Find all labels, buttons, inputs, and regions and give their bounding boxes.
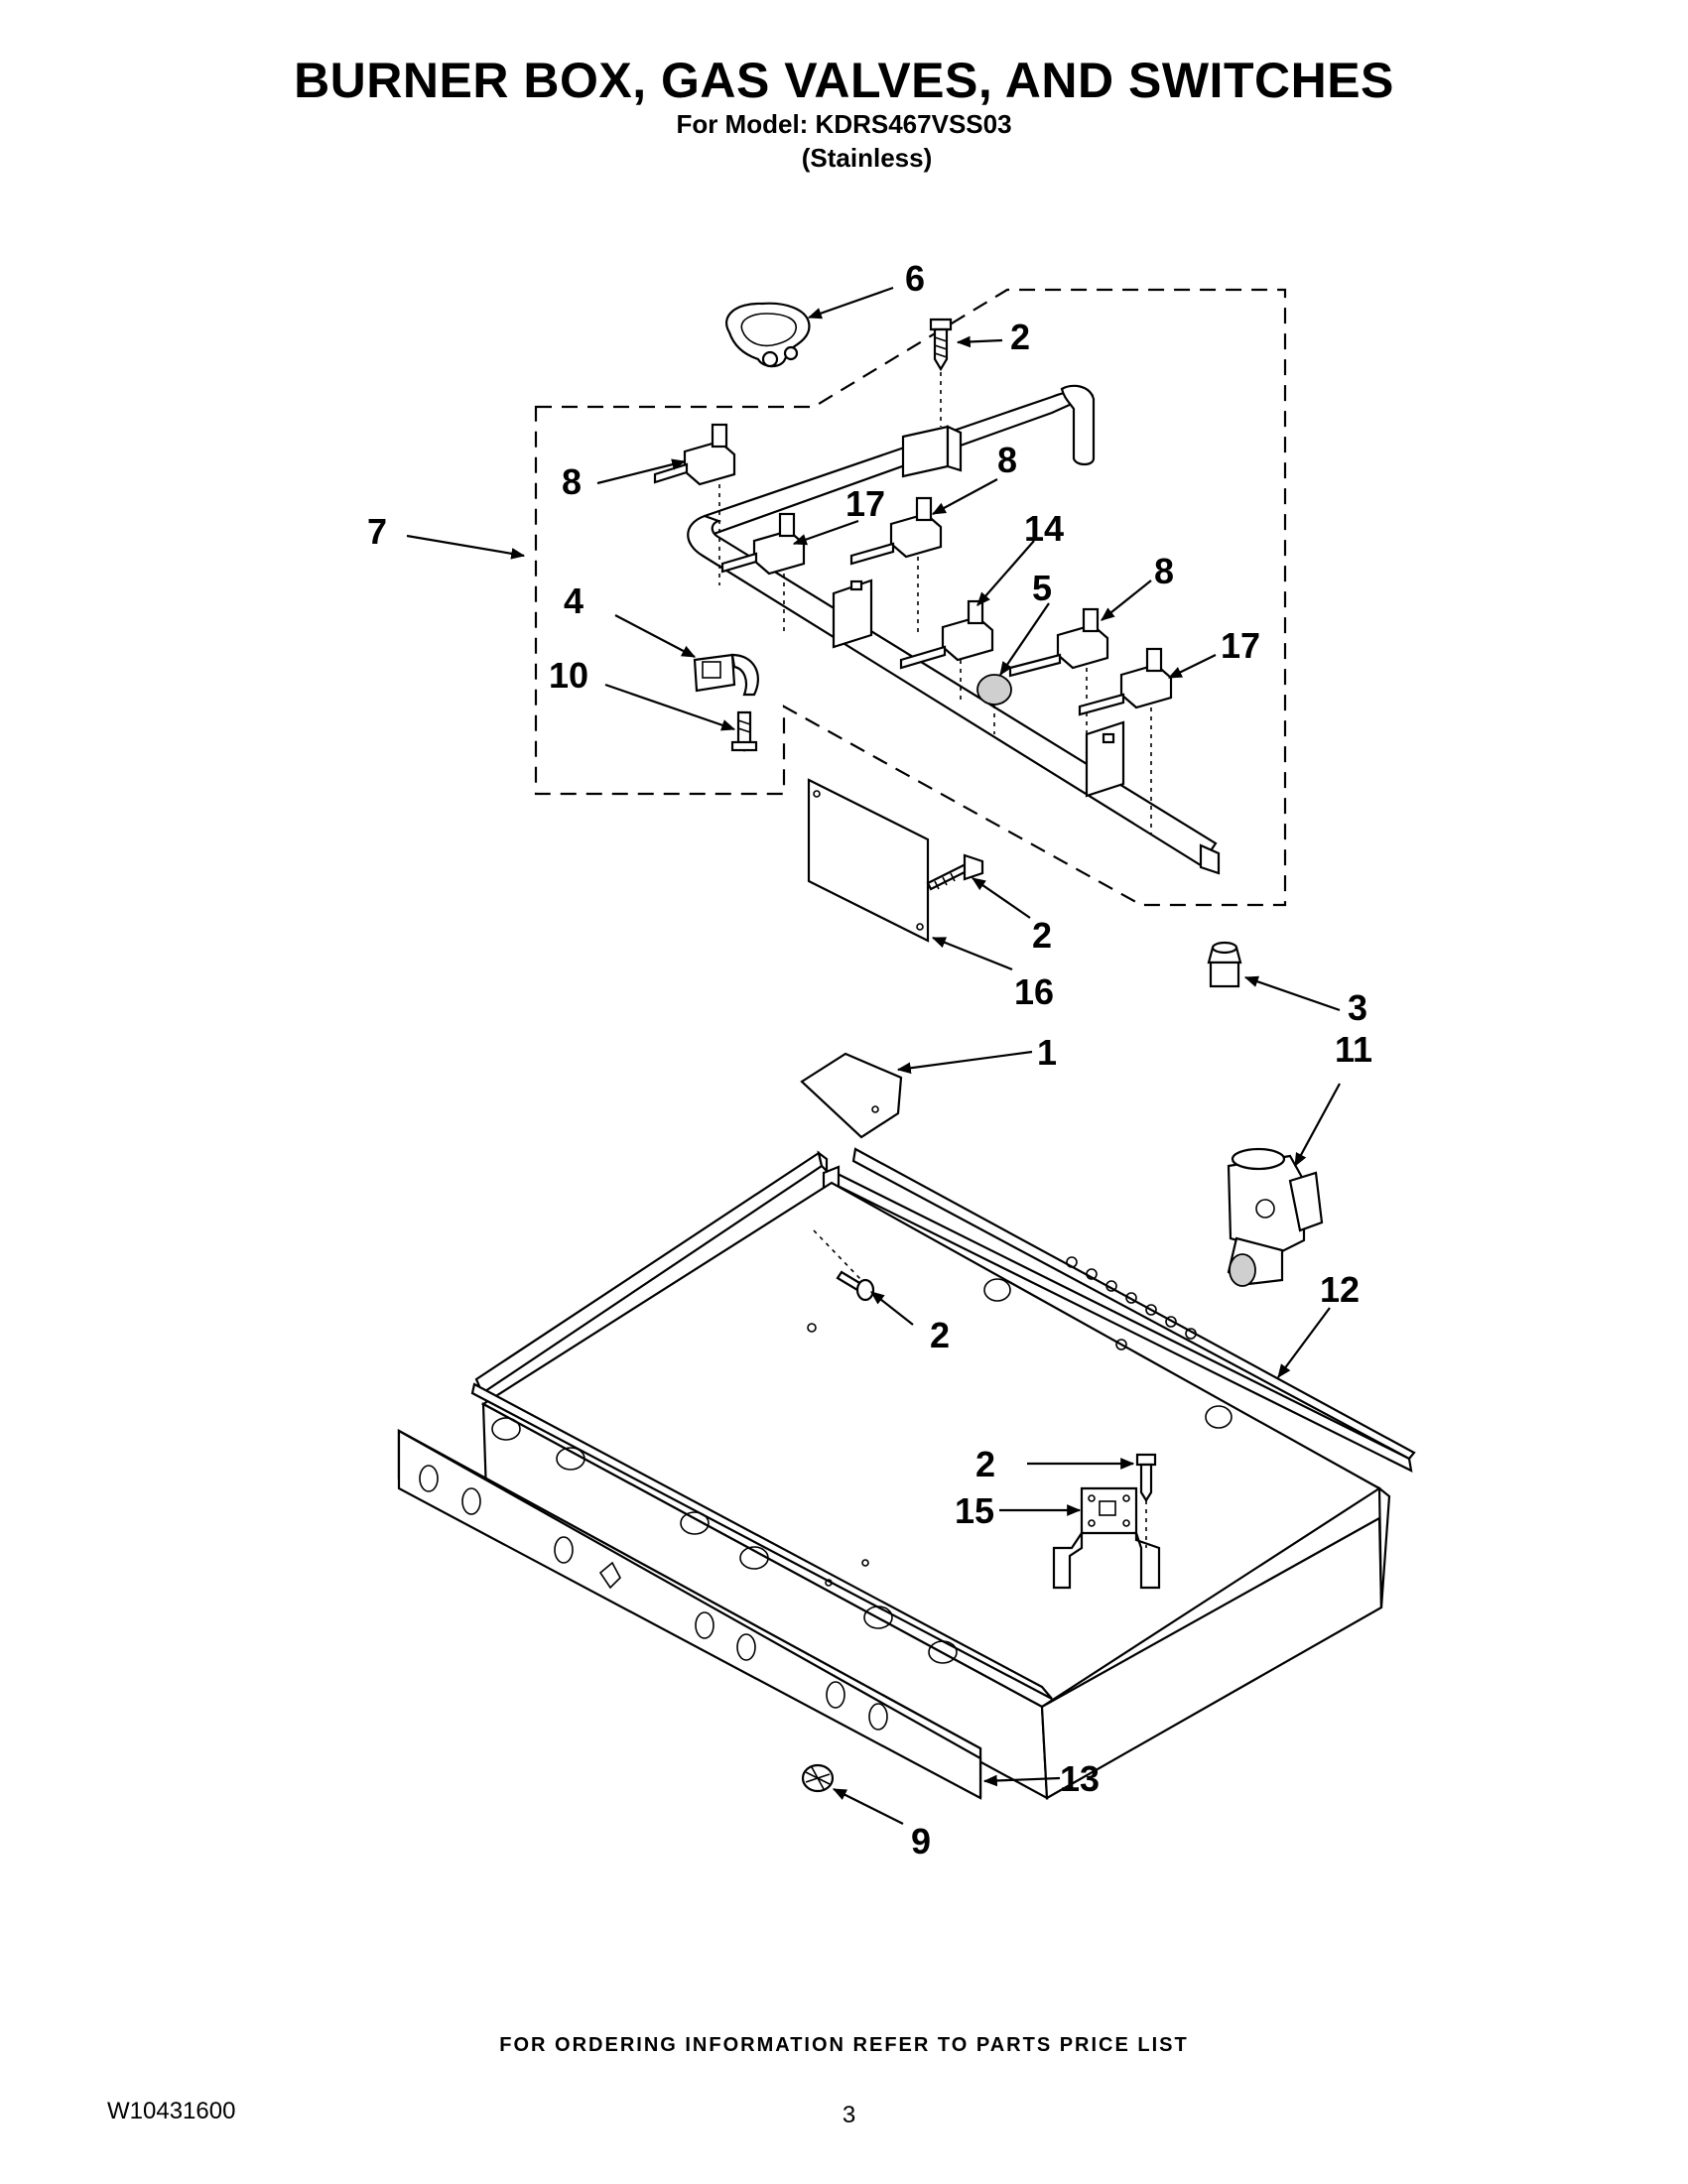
part-6-gasket xyxy=(725,302,811,368)
part-14-valve xyxy=(899,599,994,700)
callout-17: 17 xyxy=(1221,625,1260,666)
part-2-screw-box xyxy=(836,1270,875,1302)
callout-2: 2 xyxy=(975,1444,995,1484)
callout-2: 2 xyxy=(930,1315,950,1355)
part-8-valve-right xyxy=(1008,607,1109,734)
part-7-manifold-pipe xyxy=(687,384,1221,875)
part-10-screw xyxy=(730,710,758,752)
manifold-group-outline xyxy=(534,288,1287,907)
callout-leaders xyxy=(406,286,1341,1825)
finish-line: (Stainless) xyxy=(801,143,933,173)
callout-3: 3 xyxy=(1348,987,1367,1028)
part-9-knob xyxy=(801,1763,835,1793)
model-line: For Model: KDRS467VSS03 xyxy=(676,109,1012,139)
part-5-disc xyxy=(976,674,1012,734)
part-11-regulator xyxy=(1227,1147,1324,1287)
callout-9: 9 xyxy=(911,1821,931,1862)
callout-8: 8 xyxy=(997,440,1017,480)
callout-16: 16 xyxy=(1014,971,1054,1012)
part-17-valve-left xyxy=(720,512,806,635)
callout-17: 17 xyxy=(845,483,885,524)
callout-14: 14 xyxy=(1024,508,1064,549)
callout-6: 6 xyxy=(905,258,925,299)
part-2-screw-bracket xyxy=(1135,1453,1157,1548)
part-2-screw-plate xyxy=(926,853,984,891)
page-number: 3 xyxy=(842,2102,856,2128)
callout-1: 1 xyxy=(1037,1032,1057,1073)
callout-2: 2 xyxy=(1010,317,1030,357)
part-2-screw-top xyxy=(929,318,953,427)
callout-2: 2 xyxy=(1032,915,1052,956)
part-15-bracket xyxy=(1052,1486,1161,1590)
callout-11: 11 xyxy=(1335,1029,1372,1070)
callout-labels: 6 2 8 8 7 17 14 5 8 17 4 10 2 16 3 11 1 … xyxy=(367,258,1372,1862)
callout-4: 4 xyxy=(564,580,584,621)
part-4-clip xyxy=(693,653,759,697)
callout-13: 13 xyxy=(1060,1758,1100,1799)
part-3-fitting xyxy=(1207,941,1242,988)
part-8-valve-middle xyxy=(849,496,943,635)
callout-10: 10 xyxy=(549,655,588,696)
page-title: BURNER BOX, GAS VALVES, AND SWITCHES xyxy=(294,53,1394,108)
callout-5: 5 xyxy=(1032,568,1052,608)
callout-12: 12 xyxy=(1320,1269,1360,1310)
part-16-plate xyxy=(807,778,930,943)
part-1-cover xyxy=(800,1052,903,1139)
callout-15: 15 xyxy=(955,1490,994,1531)
callout-8: 8 xyxy=(562,461,582,502)
part-13-front-panel xyxy=(397,1429,982,1800)
part-17-valve-right xyxy=(1078,647,1173,834)
callout-8: 8 xyxy=(1154,551,1174,591)
ordering-info-note: FOR ORDERING INFORMATION REFER TO PARTS … xyxy=(499,2034,1189,2056)
document-number: W10431600 xyxy=(107,2098,236,2124)
callout-7: 7 xyxy=(367,511,387,552)
